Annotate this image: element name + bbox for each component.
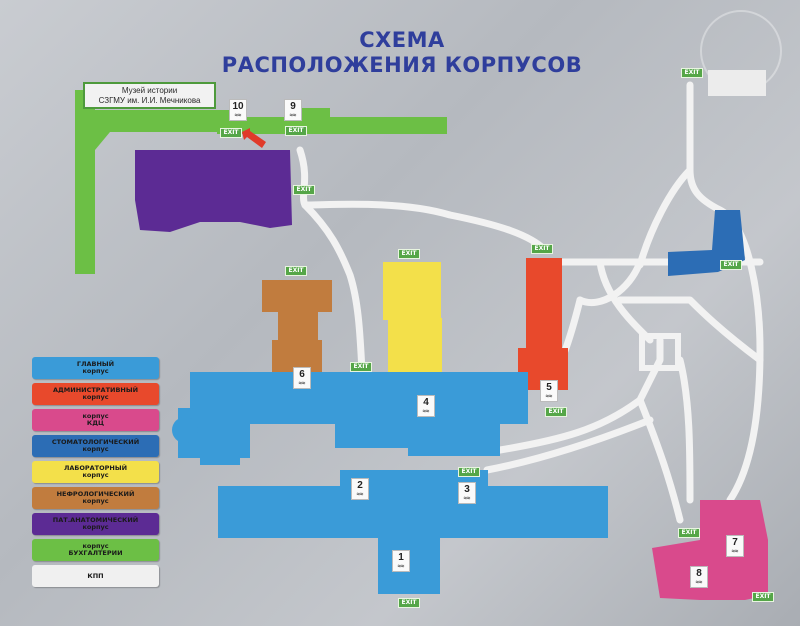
building-number-8: 8≈≈	[690, 566, 708, 588]
building-dental	[668, 210, 745, 276]
exit-sign: EXIT	[545, 407, 567, 417]
building-laboratory	[383, 262, 442, 388]
stairs-icon: ≈≈	[422, 409, 430, 415]
stairs-icon: ≈≈	[397, 564, 405, 570]
exit-sign: EXIT	[293, 185, 315, 195]
stairs-icon: ≈≈	[695, 580, 703, 586]
building-number-5: 5≈≈	[540, 380, 558, 402]
exit-sign: EXIT	[458, 467, 480, 477]
building-kdc	[652, 500, 768, 600]
museum-label: Музей истории СЗГМУ им. И.И. Мечникова	[83, 82, 216, 109]
building-pathology	[135, 150, 292, 232]
building-number-3: 3≈≈	[458, 482, 476, 504]
building-number-2: 2≈≈	[351, 478, 369, 500]
stairs-icon: ≈≈	[356, 492, 364, 498]
stairs-icon: ≈≈	[289, 113, 297, 119]
stairs-icon: ≈≈	[731, 549, 739, 555]
exit-sign: EXIT	[285, 126, 307, 136]
building-number-4: 4≈≈	[417, 395, 435, 417]
museum-label-line-1: Музей истории	[121, 86, 178, 95]
legend-item-checkpoint: КПП	[32, 565, 159, 587]
stairs-icon: ≈≈	[298, 381, 306, 387]
map-title-line-1: СХЕМА	[359, 28, 445, 52]
building-number-6: 6≈≈	[293, 367, 311, 389]
stairs-icon: ≈≈	[234, 113, 242, 119]
walkways	[296, 81, 764, 524]
exit-sign: EXIT	[398, 249, 420, 259]
building-number-10: 10≈≈	[229, 99, 247, 121]
exit-sign: EXIT	[285, 266, 307, 276]
exit-sign: EXIT	[720, 260, 742, 270]
walkway-plaza	[639, 333, 681, 371]
building-accounting	[75, 90, 447, 274]
exit-sign: EXIT	[531, 244, 553, 254]
exit-sign: EXIT	[398, 598, 420, 608]
building-number-9: 9≈≈	[284, 99, 302, 121]
building-main	[172, 372, 608, 594]
arrow-icon	[242, 128, 266, 148]
exit-sign: EXIT	[350, 362, 372, 372]
building-number-7: 7≈≈	[726, 535, 744, 557]
exit-sign: EXIT	[220, 128, 242, 138]
exit-sign: EXIT	[681, 68, 703, 78]
building-administrative	[518, 258, 568, 390]
museum-label-line-2: СЗГМУ им. И.И. Мечникова	[98, 96, 201, 105]
building-number-1: 1≈≈	[392, 550, 410, 572]
map-title-line-2: РАСПОЛОЖЕНИЯ КОРПУСОВ	[221, 53, 583, 77]
exit-sign: EXIT	[752, 592, 774, 602]
exit-sign: EXIT	[678, 528, 700, 538]
stairs-icon: ≈≈	[545, 394, 553, 400]
stairs-icon: ≈≈	[463, 496, 471, 502]
building-checkpoint	[708, 70, 766, 96]
